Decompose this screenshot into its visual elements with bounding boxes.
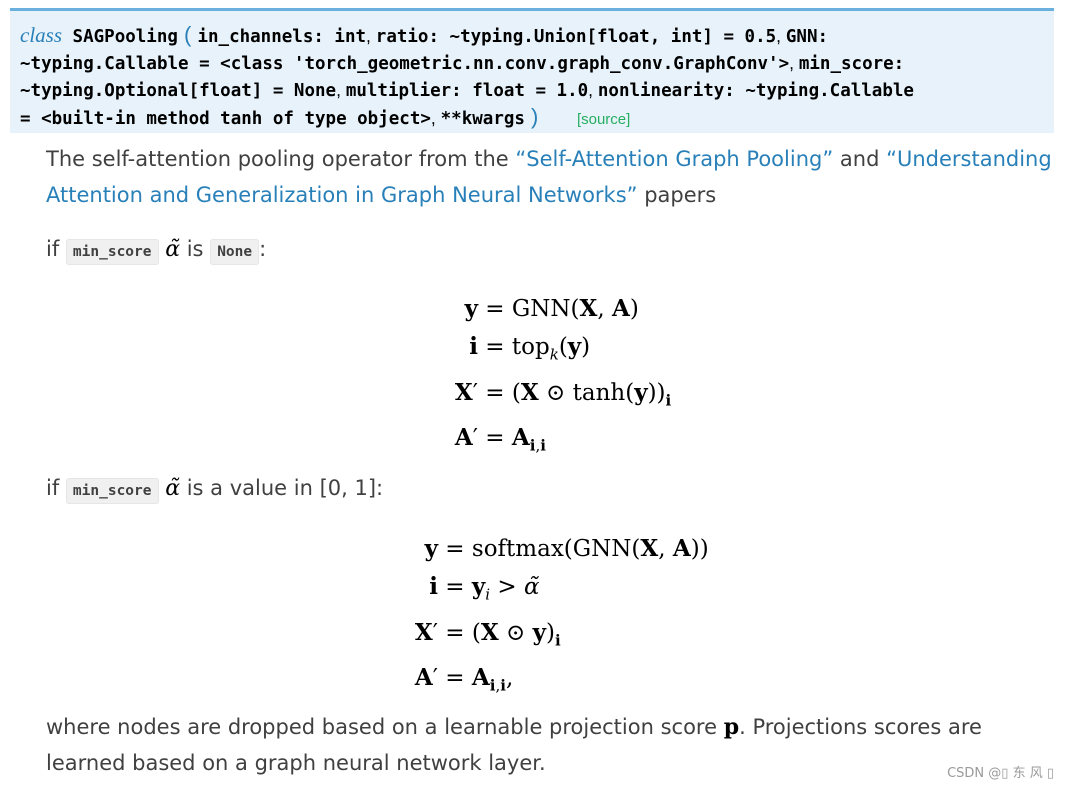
link-understanding-attention-paper[interactable]: “Understanding — [886, 147, 1052, 171]
intro-paragraph: The self-attention pooling operator from… — [46, 147, 1052, 207]
link-sag-pooling-paper[interactable]: “Self-Attention Graph Pooling” — [515, 147, 834, 171]
close-paren: ) — [524, 104, 539, 129]
none-literal: None — [210, 239, 260, 265]
param-min-score-name: min_score: — [798, 54, 905, 74]
param-min-score-type: ~typing.Optional[float] = None — [20, 81, 337, 101]
case-value-condition: if min_score α̃ is a value in [0, 1]: — [46, 470, 383, 509]
min-score-literal: min_score — [65, 239, 159, 265]
projection-symbol: p — [723, 714, 740, 740]
class-keyword: class — [20, 23, 62, 47]
class-signature: class SAGPooling ( in_channels: int, rat… — [10, 8, 1054, 133]
alpha-symbol: α̃ — [165, 476, 181, 501]
open-paren: ( — [177, 22, 198, 47]
param-kwargs: **kwargs — [440, 109, 525, 129]
signature-line-2: ~typing.Callable = <class 'torch_geometr… — [20, 53, 905, 74]
min-score-literal: min_score — [65, 478, 159, 504]
equations-topk: y = GNN(X, A) i = topk(y) X′ = (X ⊙ tanh… — [454, 295, 672, 455]
link-understanding-attention-paper-cont[interactable]: Attention and Generalization in Graph Ne… — [46, 183, 638, 207]
signature-line-3: ~typing.Optional[float] = None, multipli… — [20, 80, 914, 101]
signature-line-1: class SAGPooling ( in_channels: int, rat… — [20, 22, 829, 47]
equations-threshold: y = softmax(GNN(X, A)) i = yi > α̃ X′ = … — [414, 535, 709, 695]
signature-line-4: = <built-in method tanh of type object>,… — [20, 104, 631, 129]
alpha-symbol: α̃ — [165, 237, 181, 262]
param-nonlinearity: nonlinearity: ~typing.Callable — [597, 81, 914, 101]
source-link[interactable]: [source] — [576, 111, 631, 128]
class-name: SAGPooling — [72, 27, 178, 47]
param-gnn-name: GNN: — [785, 27, 829, 47]
param-gnn-type: ~typing.Callable = <class 'torch_geometr… — [20, 54, 790, 74]
param-ratio: ratio: ~typing.Union[float, int] = 0.5 — [375, 27, 777, 47]
param-in-channels: in_channels: int — [197, 27, 367, 47]
outro-paragraph: where nodes are dropped based on a learn… — [46, 714, 982, 775]
watermark: CSDN @▯ 东 风 ▯ — [947, 766, 1054, 781]
param-multiplier: multiplier: float = 1.0 — [345, 81, 589, 101]
case-none-condition: if min_score α̃ is None: — [46, 231, 266, 270]
param-nonlinearity-default: = <built-in method tanh of type object> — [20, 109, 431, 129]
